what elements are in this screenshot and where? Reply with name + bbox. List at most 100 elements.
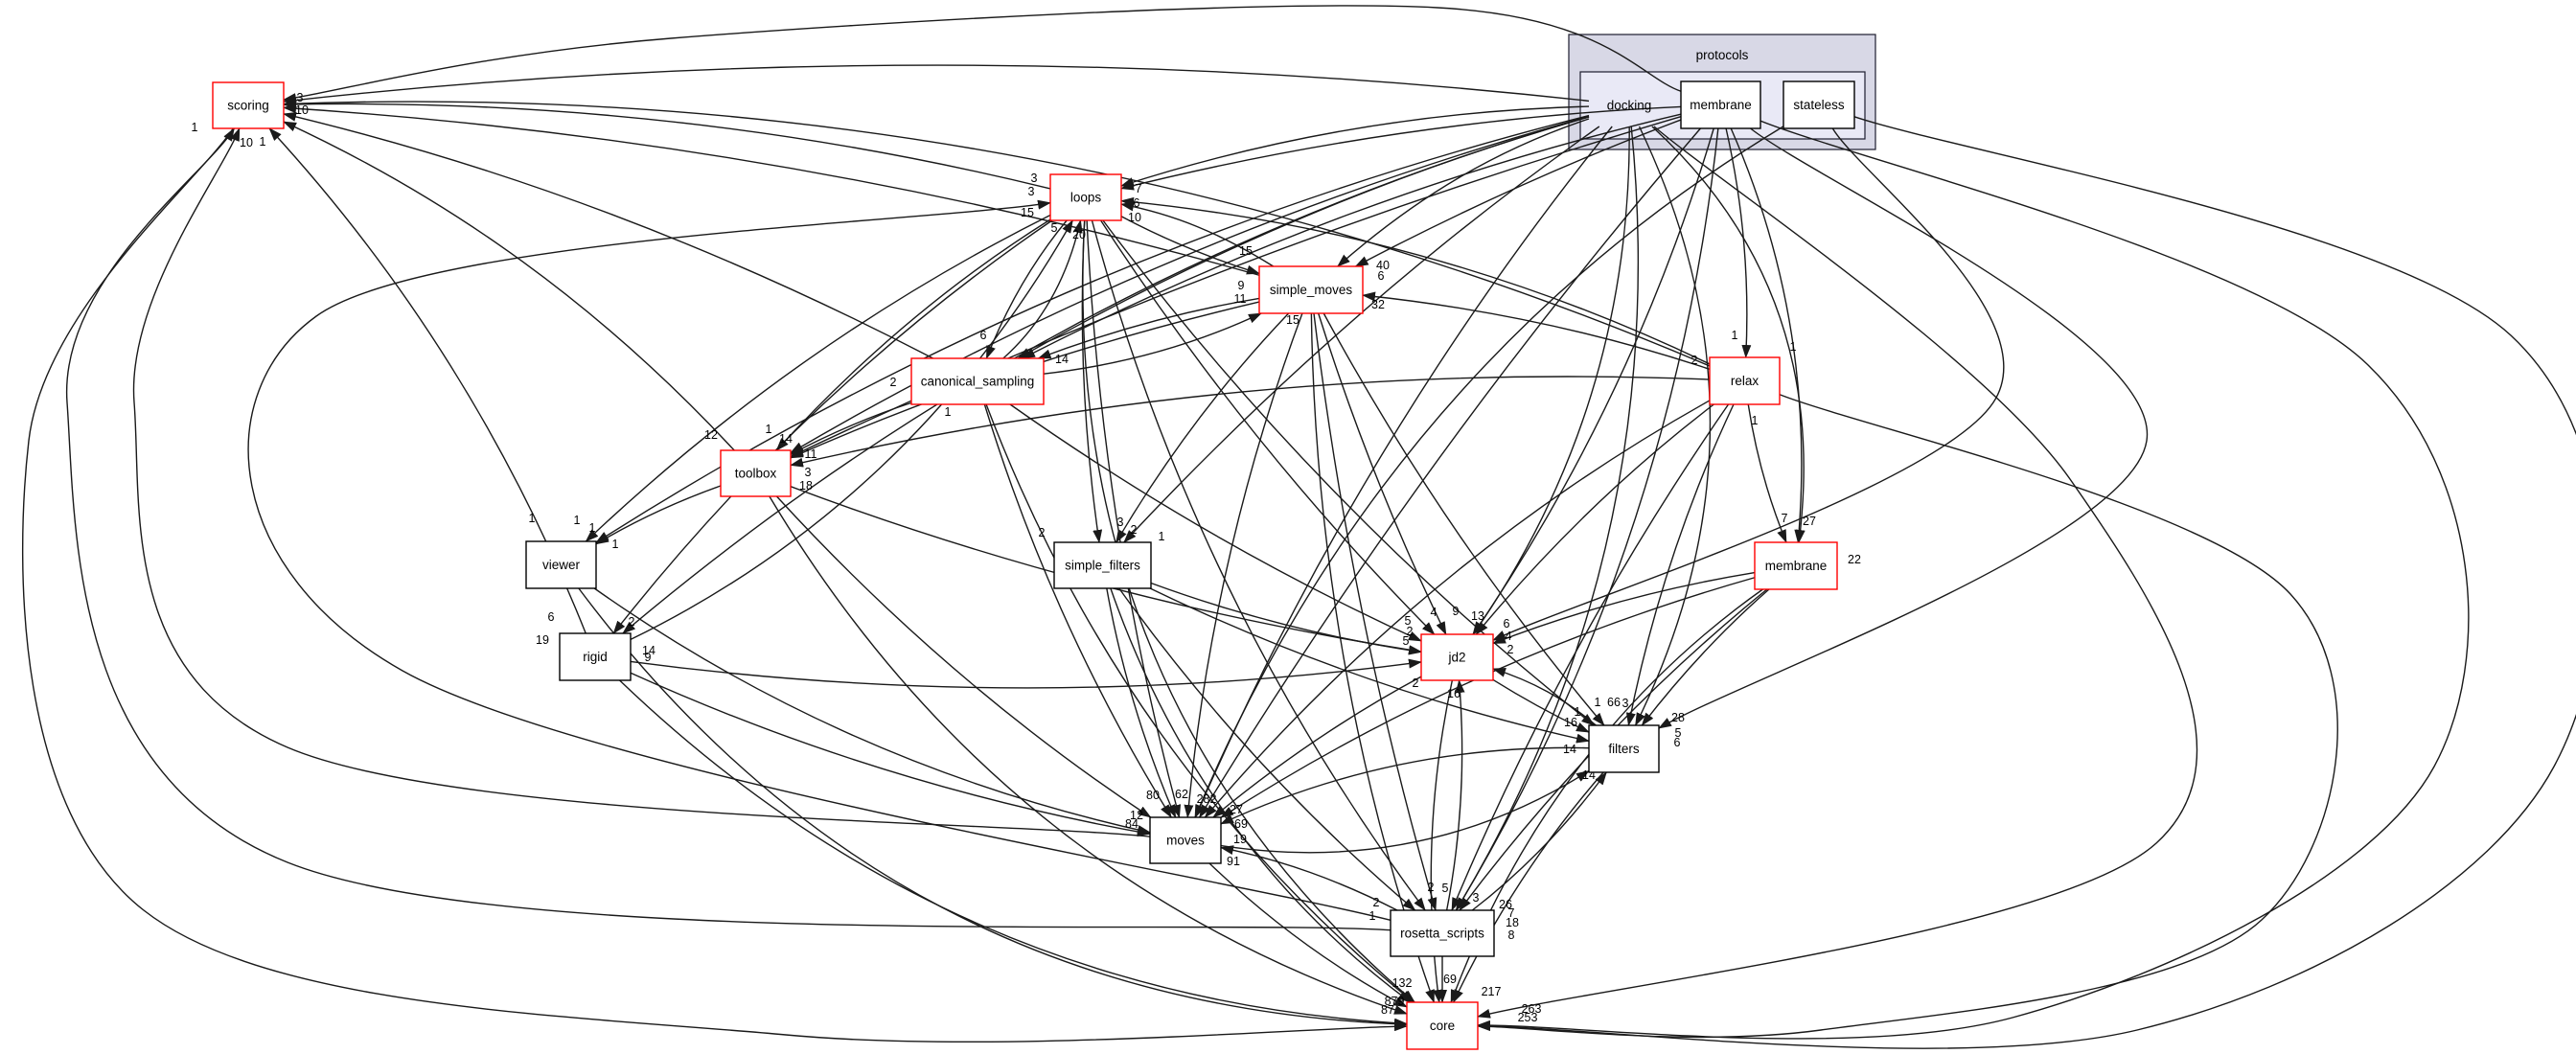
edge-count-label: 6 [1134, 196, 1140, 210]
node-box-relax[interactable] [1709, 356, 1781, 405]
node-canonical[interactable]: canonical_sampling [910, 357, 1045, 405]
edge-toolbox-to-core [769, 495, 1408, 1015]
node-label-filters[interactable]: filters [1608, 742, 1640, 756]
node-box-toolbox[interactable] [720, 449, 792, 497]
edge-count-label: 13 [1471, 609, 1484, 623]
edge-count-label: 1 [1752, 414, 1759, 427]
edge-count-label: 2 [1413, 676, 1419, 690]
edge-count-label: 6 [1674, 736, 1681, 749]
node-box-scoring[interactable] [212, 81, 285, 129]
edge-count-label: 14 [642, 644, 656, 657]
edge-docking-to-toolbox [790, 115, 1590, 454]
edge-membrane_p-to-scoring [283, 5, 1682, 103]
node-box-stateless[interactable] [1782, 80, 1855, 129]
node-box-simple_filters[interactable] [1053, 541, 1152, 589]
node-scoring[interactable]: scoring [212, 81, 285, 129]
edge-rigid-to-moves [630, 672, 1151, 836]
edge-count-label: 1 [1159, 530, 1165, 543]
node-label-loops[interactable]: loops [1070, 191, 1102, 205]
node-moves[interactable]: moves [1149, 816, 1222, 864]
edge-membrane_p-to-canonical [1022, 113, 1682, 359]
node-label-viewer[interactable]: viewer [542, 558, 581, 572]
node-box-rigid[interactable] [559, 632, 632, 681]
edge-count-label: 6 [548, 610, 555, 624]
node-membrane_p[interactable]: membrane [1680, 80, 1761, 129]
node-relax[interactable]: relax [1709, 356, 1781, 405]
edge-count-label: 14 [779, 432, 793, 446]
node-box-filters[interactable] [1588, 724, 1660, 773]
node-label-moves[interactable]: moves [1166, 834, 1205, 848]
node-label-rosetta[interactable]: rosetta_scripts [1400, 927, 1484, 941]
node-label-simple_filters[interactable]: simple_filters [1065, 559, 1140, 573]
edge-rosetta-to-filters [1471, 771, 1607, 911]
node-loops[interactable]: loops [1049, 173, 1122, 221]
edge-toolbox-to-viewer [595, 485, 722, 545]
node-label-relax[interactable]: relax [1731, 374, 1760, 388]
node-label-core[interactable]: core [1430, 1019, 1455, 1033]
node-box-simple_moves[interactable] [1258, 265, 1364, 314]
edge-simple_filters-to-jd2 [1150, 582, 1422, 655]
node-toolbox[interactable]: toolbox [720, 449, 792, 497]
edge-rigid-to-core [619, 679, 1408, 1028]
edge-count-label: 253 [1518, 1011, 1538, 1024]
node-box-canonical[interactable] [910, 357, 1045, 405]
edge-count-label: 4 [1431, 606, 1438, 619]
edge-count-label: 263 [1522, 1002, 1542, 1016]
edge-docking-to-core [1477, 126, 2198, 1019]
node-jd2[interactable]: jd2 [1420, 633, 1494, 681]
node-viewer[interactable]: viewer [525, 540, 597, 589]
edge-loops-to-core [1082, 219, 1415, 1003]
edge-loops-to-simple_moves [1120, 216, 1260, 275]
edge-filters-to-jd2 [1492, 668, 1597, 726]
node-box-core[interactable] [1406, 1001, 1479, 1050]
node-box-moves[interactable] [1149, 816, 1222, 864]
edge-simple_moves-to-canonical [1037, 297, 1260, 359]
edge-membrane-to-core [1450, 588, 1763, 1003]
node-membrane[interactable]: membrane [1754, 541, 1838, 590]
node-core[interactable]: core [1406, 1001, 1479, 1050]
node-label-docking[interactable]: docking [1607, 99, 1652, 113]
node-label-jd2[interactable]: jd2 [1447, 651, 1465, 665]
node-rigid[interactable]: rigid [559, 632, 632, 681]
node-label-toolbox[interactable]: toolbox [735, 467, 777, 481]
node-box-loops[interactable] [1049, 173, 1122, 221]
node-label-canonical[interactable]: canonical_sampling [921, 375, 1035, 389]
node-label-stateless[interactable]: stateless [1793, 98, 1845, 112]
edge-count-label: 1 [945, 405, 952, 419]
edge-rosetta-to-moves [1220, 845, 1398, 911]
node-label-membrane_p[interactable]: membrane [1690, 98, 1752, 112]
edge-simple_moves-to-moves [1184, 312, 1303, 818]
edge-membrane_p-to-loops [1120, 105, 1682, 191]
node-box-rosetta[interactable] [1390, 909, 1495, 957]
edge-count-label: 27 [1230, 803, 1243, 816]
edge-docking-to-scoring [283, 64, 1590, 105]
node-box-viewer[interactable] [525, 540, 597, 589]
edge-canonical-to-moves [983, 403, 1172, 818]
edge-moves-to-core [1208, 862, 1408, 1008]
node-label-simple_moves[interactable]: simple_moves [1270, 283, 1353, 297]
node-label-rigid[interactable]: rigid [583, 650, 608, 664]
node-filters[interactable]: filters [1588, 724, 1660, 773]
node-docking[interactable]: docking [1607, 99, 1652, 113]
edge-count-label: 40 [1376, 259, 1390, 272]
edge-count-label: 91 [1227, 855, 1240, 868]
edge-jd2-to-moves [1212, 676, 1422, 818]
node-box-membrane_p[interactable] [1680, 80, 1761, 129]
edge-relax-to-rosetta [1451, 403, 1730, 911]
node-label-scoring[interactable]: scoring [227, 99, 269, 113]
node-box-jd2[interactable] [1420, 633, 1494, 681]
node-simple_filters[interactable]: simple_filters [1053, 541, 1152, 589]
node-label-membrane[interactable]: membrane [1765, 559, 1828, 573]
edge-relax-to-moves [1204, 400, 1711, 818]
node-stateless[interactable]: stateless [1782, 80, 1855, 129]
node-box-membrane[interactable] [1754, 541, 1838, 590]
edge-viewer-to-core [578, 587, 1408, 1029]
edge-count-label: 10 [240, 136, 253, 149]
edge-count-label: 19 [536, 633, 549, 647]
node-rosetta[interactable]: rosetta_scripts [1390, 909, 1495, 957]
edge-count-label: 5 [1051, 221, 1058, 235]
edge-count-label: 15 [1239, 244, 1253, 258]
edge-simple_moves-to-loops [1120, 201, 1275, 267]
node-simple_moves[interactable]: simple_moves [1258, 265, 1364, 314]
